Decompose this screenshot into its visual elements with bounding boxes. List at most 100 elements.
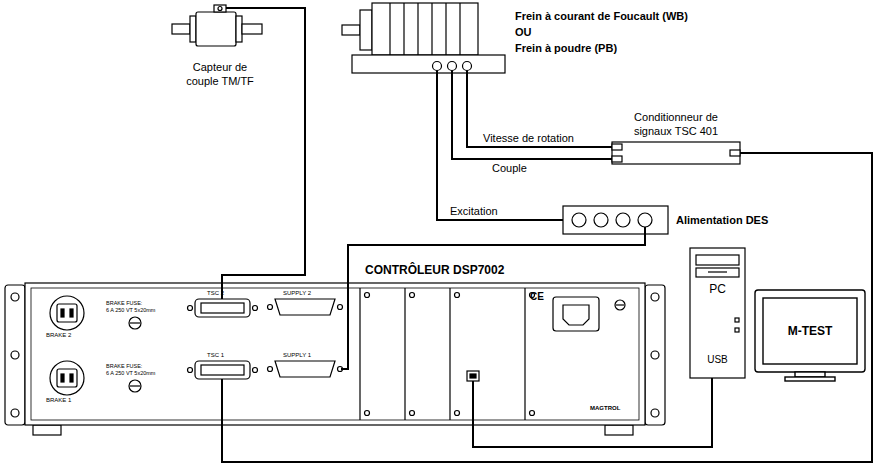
node-text: Frein à courant de Foucault (WB) (515, 8, 688, 24)
line-art (129, 380, 141, 392)
node-text: CONTRÔLEUR DSP7002 (365, 262, 504, 278)
line-art (50, 361, 84, 395)
line-art (372, 3, 478, 55)
line-art (253, 306, 258, 311)
line-art (594, 213, 608, 227)
line-art (785, 377, 835, 381)
line-art (451, 71, 453, 81)
line-art (57, 304, 77, 322)
line-art (644, 227, 646, 234)
line-art (690, 248, 745, 378)
cable (348, 234, 645, 283)
node-text: Frein à poudre (PB) (515, 40, 617, 56)
line-art (410, 411, 415, 416)
line-art (352, 55, 505, 73)
line-art (616, 304, 624, 305)
line-art (612, 142, 740, 164)
line-art (188, 368, 193, 373)
line-art (445, 3, 446, 55)
monitor-drawing (755, 290, 865, 381)
panel-label: TSC 2 (207, 290, 224, 297)
cable (452, 80, 612, 159)
node-text: USB (690, 354, 745, 366)
controller-drawing (5, 283, 665, 435)
line-art (214, 5, 226, 12)
line-art (195, 361, 250, 379)
pc-drawing (690, 248, 745, 378)
line-art (275, 299, 335, 315)
line-art (196, 12, 236, 46)
line-art (448, 62, 457, 71)
line-art (410, 293, 415, 298)
node-text: M-TEST (763, 298, 857, 364)
line-art (129, 317, 141, 329)
line-art (5, 285, 25, 425)
panel-label: SUPPLY 2 (283, 290, 311, 297)
torque-sensor: Capteur de couple TM/TF (168, 2, 272, 94)
line-art (70, 374, 73, 382)
panel-label: 6 A 250 VT 5x20mm (106, 370, 155, 376)
power-supply: Alimentation DES (563, 206, 783, 234)
cable-label: Couple (490, 162, 529, 175)
panel-label: BRAKE 1 (46, 397, 71, 404)
line-art (433, 62, 442, 71)
brake-drawing (342, 3, 505, 80)
line-art (455, 293, 460, 298)
line-art (696, 255, 739, 265)
power-supply-drawing (563, 206, 668, 234)
line-art (359, 288, 360, 420)
line-art (201, 303, 244, 313)
line-art (389, 3, 390, 55)
line-art (572, 213, 586, 227)
node-text: Conditionneur de signaux TSC 401 (626, 110, 726, 138)
panel-label: BRAKE FUSE: (106, 300, 142, 306)
controller-rack: CONTRÔLEUR DSP7002 (5, 283, 665, 435)
cable (222, 153, 872, 462)
brake: Frein à courant de Foucault (WB)OUFrein … (338, 2, 718, 80)
cable (467, 80, 612, 147)
line-art (130, 322, 140, 323)
line-art (612, 144, 622, 150)
line-art (188, 306, 193, 311)
panel-label: TSC 1 (207, 352, 224, 359)
line-art (763, 298, 857, 364)
line-art (470, 374, 476, 378)
line-art (612, 156, 622, 162)
line-art (553, 297, 599, 331)
panel-label: MAGTROL (590, 405, 620, 412)
line-art (735, 318, 739, 322)
cable-label: Vitesse de rotation (481, 132, 576, 145)
line-art (365, 293, 370, 298)
line-art (61, 309, 64, 317)
line-art (795, 372, 825, 377)
line-art (404, 288, 405, 420)
line-art (221, 379, 223, 435)
panel-label: 6 A 250 VT 5x20mm (106, 307, 155, 313)
line-art (253, 368, 258, 373)
panel-label: BRAKE 2 (46, 332, 71, 339)
monitor: M-TEST (755, 290, 865, 372)
line-art (172, 24, 190, 34)
line-art (275, 361, 335, 377)
cable (437, 80, 563, 220)
line-art (615, 300, 625, 310)
line-art (605, 425, 633, 435)
line-art (365, 411, 370, 416)
pc-tower: PCUSB (690, 248, 745, 378)
line-art (50, 296, 84, 330)
torque-sensor-drawing (172, 5, 272, 46)
line-art (268, 367, 273, 372)
line-art (218, 7, 222, 11)
line-art (342, 25, 360, 35)
line-art (403, 3, 404, 55)
line-art (645, 285, 665, 425)
line-art (31, 288, 639, 420)
line-art (11, 293, 19, 301)
line-art (341, 283, 348, 369)
line-art (472, 381, 474, 435)
line-art (417, 3, 418, 55)
line-art (466, 71, 468, 81)
